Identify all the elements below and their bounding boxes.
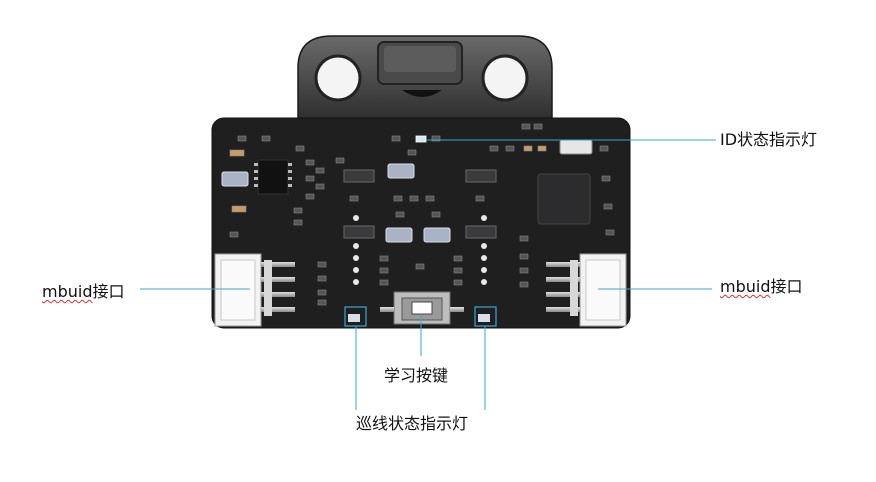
eight-pin-chip <box>254 159 292 195</box>
mbuild-left-label: mbuid接口 <box>42 282 125 302</box>
mbuild-left-label-cjk: 接口 <box>92 282 125 301</box>
id-status-led <box>415 135 427 143</box>
transistors <box>221 163 451 243</box>
mbuild-left-label-latin: mbuid <box>42 282 93 301</box>
learn-button-part <box>380 291 464 325</box>
via-dots <box>353 215 487 285</box>
mbuild-connector-right <box>546 253 627 327</box>
microcontroller-chip <box>537 173 591 225</box>
callout-lines <box>140 139 716 410</box>
mounting-hole-right <box>481 54 529 102</box>
line-led-label: 巡线状态指示灯 <box>356 414 469 433</box>
id-led-label: ID状态指示灯 <box>720 130 818 149</box>
mbuild-right-label: mbuid接口 <box>720 277 803 297</box>
smd-components <box>229 123 615 306</box>
learn-button-label: 学习按键 <box>384 366 449 385</box>
mbuild-connector-left <box>214 253 295 327</box>
ir-sensor-pads <box>343 169 497 239</box>
mbuild-right-label-cjk: 接口 <box>770 277 803 296</box>
mbuild-right-label-latin: mbuid <box>720 277 771 296</box>
mounting-hole-left <box>314 54 362 102</box>
